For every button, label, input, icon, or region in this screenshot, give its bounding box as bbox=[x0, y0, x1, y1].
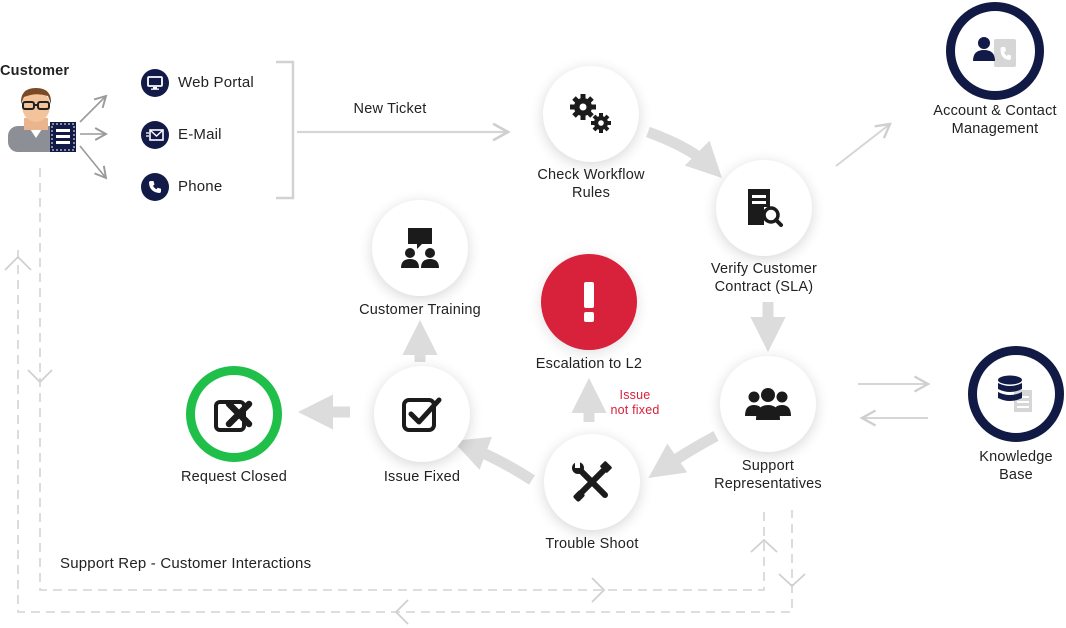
trouble-shoot-node bbox=[544, 434, 640, 530]
channel-web-portal-label: Web Portal bbox=[178, 74, 254, 91]
interaction-loop bbox=[17, 168, 793, 613]
phone-icon bbox=[141, 173, 169, 201]
group-icon bbox=[745, 388, 791, 420]
contact-card-icon bbox=[973, 37, 1016, 67]
issue-not-fixed-label: Issue not fixed bbox=[610, 388, 660, 417]
exclamation-icon bbox=[584, 282, 594, 322]
arrow-support-to-troubleshoot bbox=[648, 431, 719, 479]
customer-label: Customer bbox=[0, 63, 70, 79]
account-contact-node bbox=[946, 2, 1044, 100]
customer-avatar-icon bbox=[2, 84, 78, 154]
arrow-troubleshoot-to-issuefixed bbox=[452, 436, 535, 485]
arrow-contract-to-account bbox=[835, 122, 892, 167]
close-box-icon bbox=[214, 400, 253, 432]
channel-email-label: E-Mail bbox=[178, 126, 222, 143]
tools-icon bbox=[572, 461, 612, 502]
account-contact-label: Account & Contact Management bbox=[933, 103, 1057, 137]
check-workflow-node bbox=[543, 66, 639, 162]
channel-phone-label: Phone bbox=[178, 178, 223, 195]
contract-search-icon bbox=[748, 189, 783, 227]
verify-contract-node bbox=[716, 160, 812, 256]
customer-training-label: Customer Training bbox=[359, 302, 481, 318]
channel-bracket bbox=[276, 60, 295, 200]
support-reps-node bbox=[720, 356, 816, 452]
database-icon bbox=[998, 375, 1032, 412]
knowledge-base-node bbox=[968, 346, 1064, 442]
trouble-shoot-label: Trouble Shoot bbox=[545, 536, 639, 552]
loop-chevrons bbox=[4, 255, 806, 625]
escalation-label: Escalation to L2 bbox=[535, 356, 643, 372]
request-closed-label: Request Closed bbox=[181, 469, 287, 485]
check-workflow-label: Check Workflow Rules bbox=[537, 167, 645, 201]
escalation-node bbox=[541, 254, 637, 350]
monitor-icon bbox=[141, 69, 169, 97]
presenter-icon bbox=[401, 228, 439, 268]
issue-fixed-node bbox=[374, 366, 470, 462]
customer-fanout-arrows bbox=[79, 94, 108, 180]
request-closed-node bbox=[186, 366, 282, 462]
issue-fixed-label: Issue Fixed bbox=[383, 469, 461, 485]
interactions-label: Support Rep - Customer Interactions bbox=[60, 555, 312, 572]
knowledge-base-label: Knowledge Base bbox=[979, 449, 1053, 483]
checkbox-icon bbox=[402, 397, 442, 432]
new-ticket-label: New Ticket bbox=[353, 101, 427, 117]
arrow-workflow-to-contract bbox=[646, 126, 722, 178]
customer-training-node bbox=[372, 200, 468, 296]
email-icon bbox=[141, 121, 169, 149]
verify-contract-label: Verify Customer Contract (SLA) bbox=[710, 261, 818, 295]
support-reps-label: Support Representatives bbox=[714, 458, 822, 492]
gears-icon bbox=[570, 94, 611, 133]
